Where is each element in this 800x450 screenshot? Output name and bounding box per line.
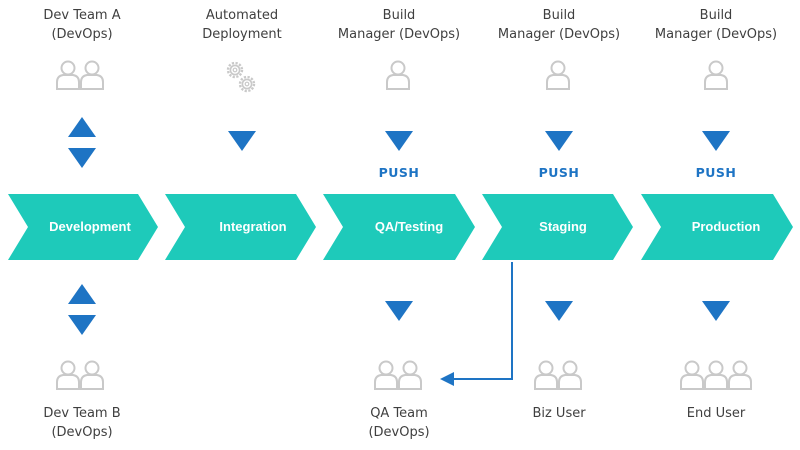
stage-label-staging: Staging	[539, 219, 587, 234]
label-line: QA Team	[370, 406, 428, 421]
single-user-icon	[386, 60, 410, 90]
down-arrow-icon	[545, 131, 573, 151]
stage-label-production: Production	[691, 219, 761, 234]
down-arrow-icon	[702, 301, 730, 321]
label-line: Build	[699, 8, 733, 23]
label-line: Biz User	[532, 406, 586, 421]
down-arrow-icon	[385, 301, 413, 321]
bidirectional-arrow-icon	[68, 117, 96, 168]
label-line: Deployment	[202, 27, 282, 42]
dev-team-b-label: Dev Team B (DevOps)	[2, 404, 162, 442]
stage-label-qa-testing: QA/Testing	[374, 219, 444, 234]
build-manager-label: Build Manager (DevOps)	[479, 6, 639, 44]
label-line: Automated	[205, 8, 279, 23]
group-of-two-users-icon	[56, 60, 104, 90]
down-arrow-icon	[385, 131, 413, 151]
down-arrow-icon	[545, 301, 573, 321]
label-line: (DevOps)	[51, 27, 113, 42]
stage-chevron-production	[641, 194, 793, 260]
label-line: End User	[686, 406, 746, 421]
stage-chevron-integration	[165, 194, 316, 260]
label-line: Build	[382, 8, 416, 23]
bidirectional-arrow-icon	[68, 284, 96, 335]
label-line: Build	[542, 8, 576, 23]
down-arrow-icon	[228, 131, 256, 151]
stage-label-development: Development	[49, 219, 131, 234]
push-label: PUSH	[378, 165, 420, 180]
group-of-two-users-icon	[534, 360, 582, 390]
label-line: (DevOps)	[51, 425, 113, 440]
stage-chevron-staging	[482, 194, 633, 260]
staging-to-qa-connector	[440, 262, 513, 386]
dev-team-a-label: Dev Team A (DevOps)	[2, 6, 162, 44]
push-label: PUSH	[538, 165, 580, 180]
single-user-icon	[704, 60, 728, 90]
qa-team-label: QA Team (DevOps)	[319, 404, 479, 442]
gears-icon	[226, 61, 256, 93]
biz-user-label: Biz User	[479, 404, 639, 423]
push-label: PUSH	[695, 165, 737, 180]
label-line: Dev Team B	[43, 406, 121, 421]
stage-chevron-qa-testing	[323, 194, 475, 260]
stage-label-integration: Integration	[219, 219, 287, 234]
automated-deployment-label: Automated Deployment	[162, 6, 322, 44]
build-manager-label: Build Manager (DevOps)	[636, 6, 796, 44]
group-of-two-users-icon	[374, 360, 422, 390]
label-line: (DevOps)	[368, 425, 430, 440]
build-manager-label: Build Manager (DevOps)	[319, 6, 479, 44]
group-of-three-users-icon	[680, 360, 752, 390]
label-line: Manager (DevOps)	[497, 27, 621, 42]
group-of-two-users-icon	[56, 360, 104, 390]
label-line: Manager (DevOps)	[337, 27, 461, 42]
single-user-icon	[546, 60, 570, 90]
label-line: Dev Team A	[43, 8, 121, 23]
end-user-label: End User	[636, 404, 796, 423]
stage-chevron-development	[8, 194, 158, 260]
label-line: Manager (DevOps)	[654, 27, 778, 42]
down-arrow-icon	[702, 131, 730, 151]
